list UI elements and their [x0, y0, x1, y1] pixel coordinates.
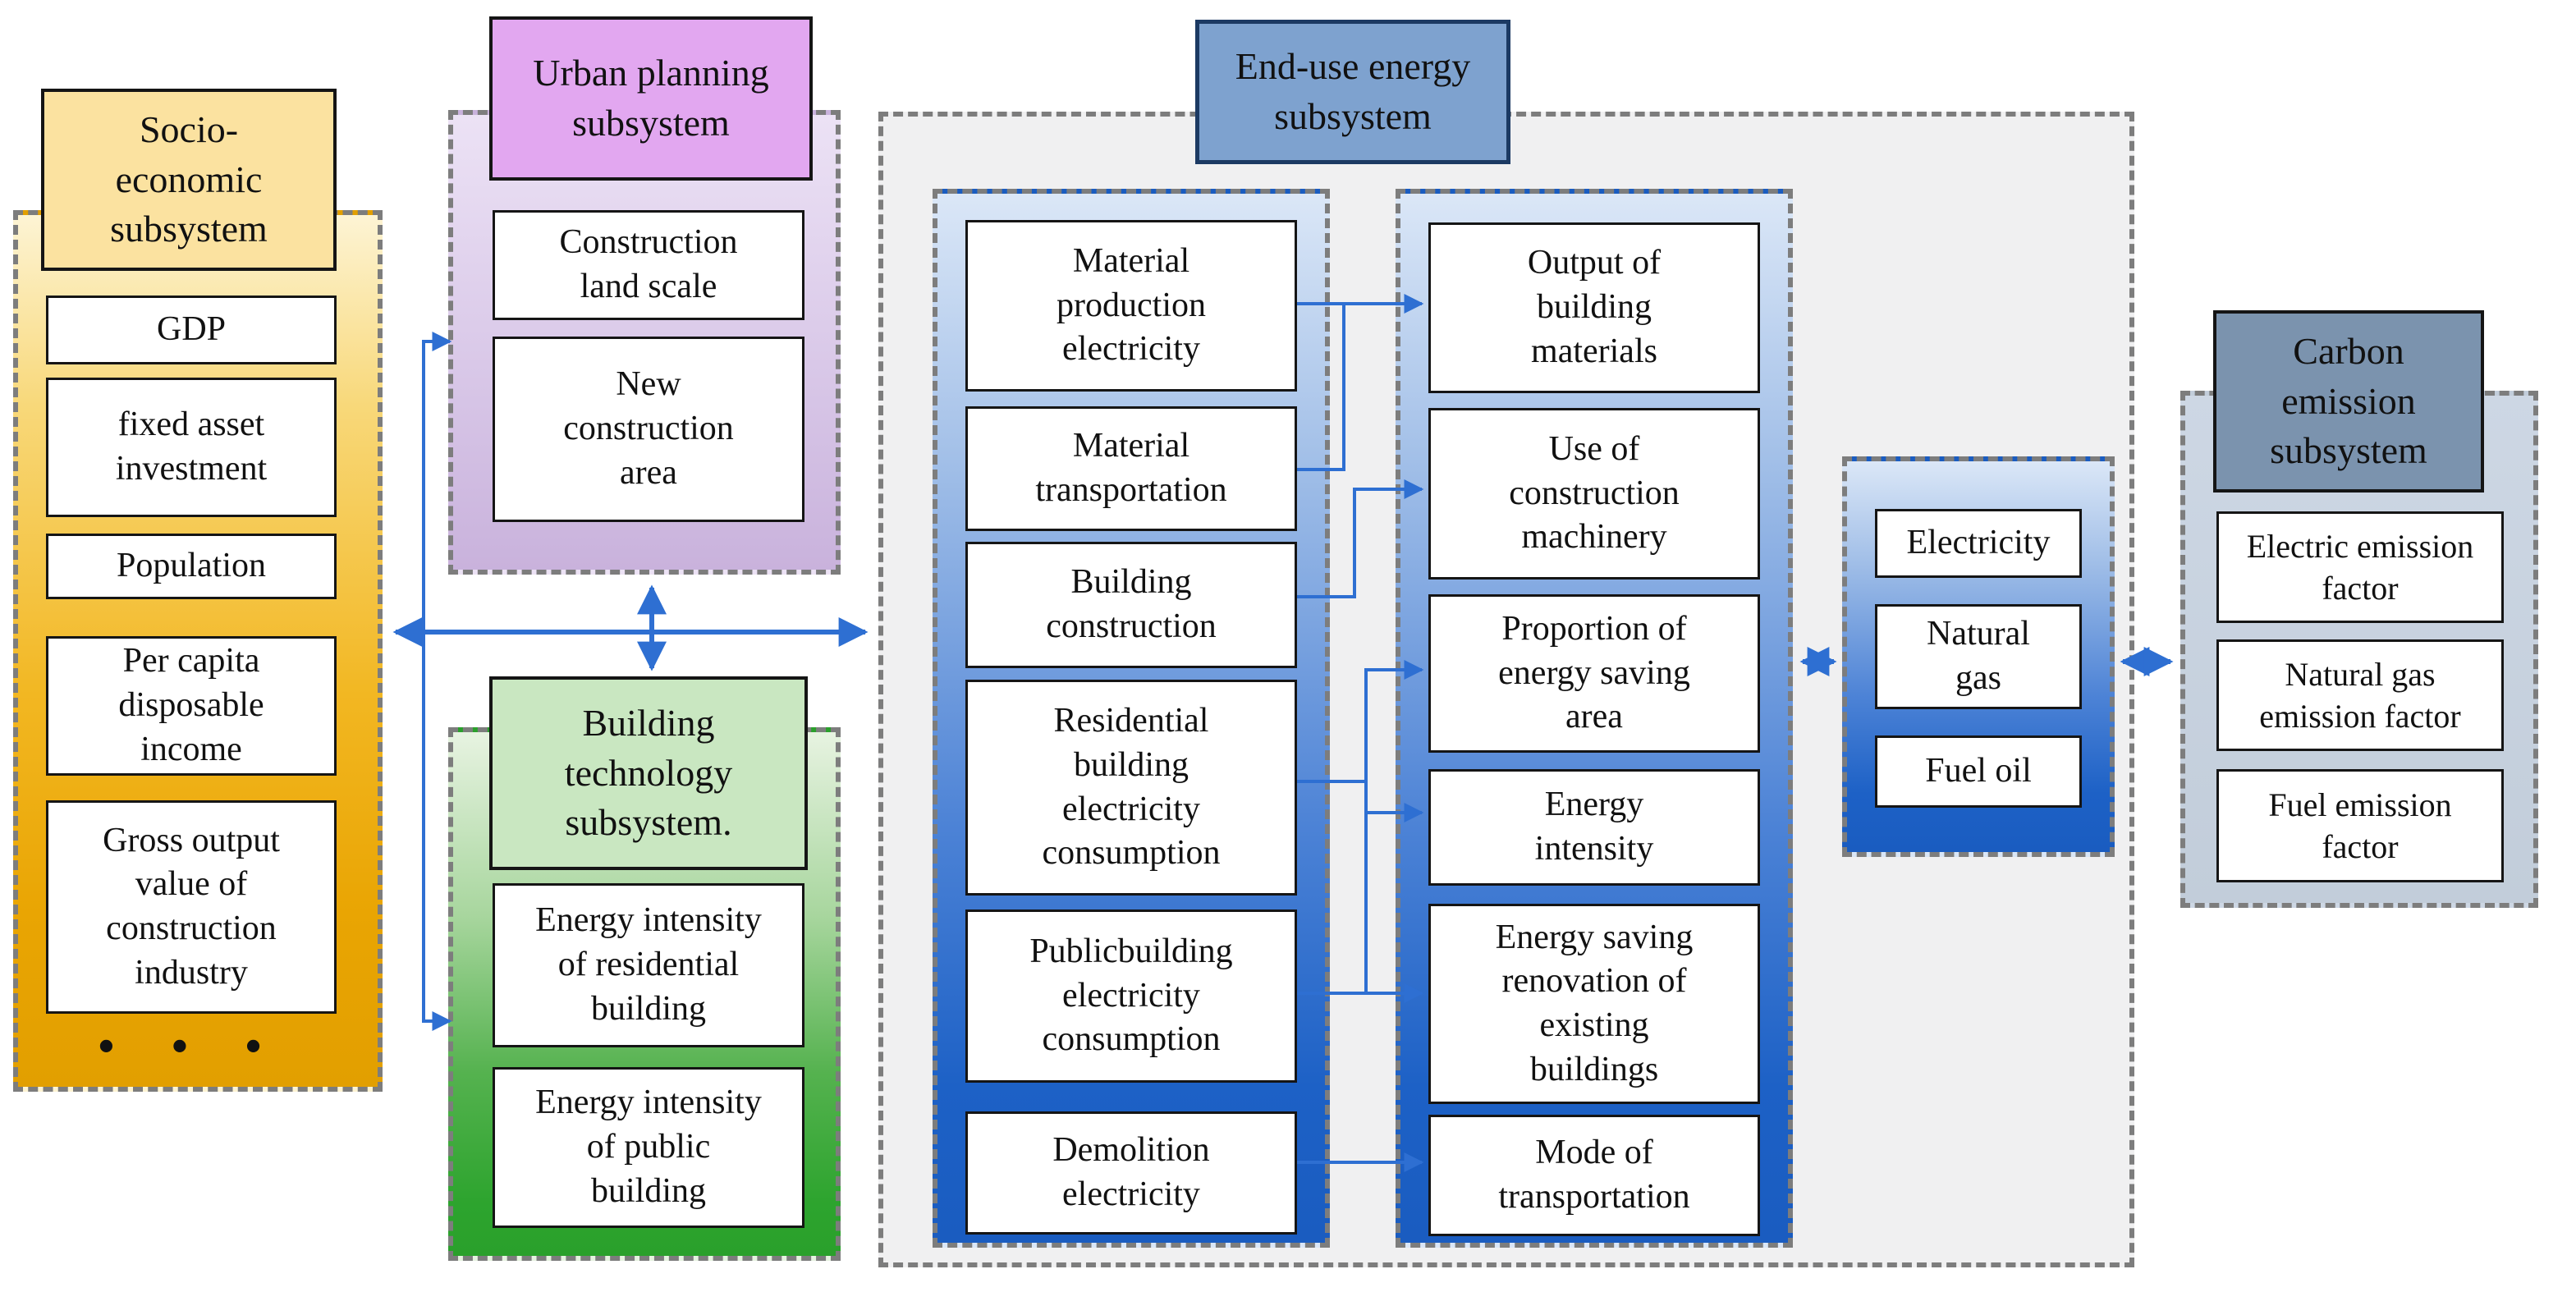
urban-planning-title: Urban planning subsystem [489, 16, 813, 181]
box-natural-gas-emission-factor: Natural gas emission factor [2216, 639, 2504, 751]
box-natural-gas: Natural gas [1875, 604, 2082, 709]
box-building-construction: Building construction [965, 542, 1297, 668]
box-demolition-electricity: Demolition electricity [965, 1111, 1297, 1235]
box-gross-output-value-construction: Gross output value of construction indus… [46, 800, 337, 1014]
box-gdp: GDP [46, 296, 337, 364]
box-material-transportation: Material transportation [965, 406, 1297, 531]
box-use-construction-machinery: Use of construction machinery [1428, 408, 1760, 580]
ellipsis-dots: • • • [98, 1021, 285, 1072]
box-population: Population [46, 534, 337, 599]
box-mode-of-transportation: Mode of transportation [1428, 1115, 1760, 1236]
box-fuel-oil: Fuel oil [1875, 735, 2082, 808]
end-use-energy-title: End-use energy subsystem [1195, 20, 1510, 164]
arrow-socio-urban-building-elbow [422, 332, 452, 1031]
box-fixed-asset-investment: fixed asset investment [46, 378, 337, 517]
box-output-building-materials: Output of building materials [1428, 222, 1760, 393]
box-energy-saving-renovation: Energy saving renovation of existing bui… [1428, 904, 1760, 1104]
carbon-emission-title: Carbon emission subsystem [2213, 310, 2484, 493]
box-fuel-emission-factor: Fuel emission factor [2216, 769, 2504, 882]
box-electric-emission-factor: Electric emission factor [2216, 511, 2504, 623]
box-material-production-electricity: Material production electricity [965, 220, 1297, 392]
box-new-construction-area: New construction area [493, 337, 804, 522]
box-public-building-electricity: Publicbuilding electricity consumption [965, 909, 1297, 1083]
box-proportion-energy-saving-area: Proportion of energy saving area [1428, 594, 1760, 753]
box-construction-land-scale: Construction land scale [493, 210, 804, 320]
socio-economic-title: Socio- economic subsystem [41, 89, 337, 271]
box-energy-intensity-public: Energy intensity of public building [493, 1067, 804, 1228]
box-energy-intensity: Energy intensity [1428, 769, 1760, 886]
box-electricity: Electricity [1875, 509, 2082, 578]
box-residential-building-electricity: Residential building electricity consump… [965, 680, 1297, 896]
box-per-capita-disposable-income: Per capita disposable income [46, 636, 337, 776]
box-energy-intensity-residential: Energy intensity of residential building [493, 883, 804, 1047]
building-technology-title: Building technology subsystem. [489, 676, 808, 870]
